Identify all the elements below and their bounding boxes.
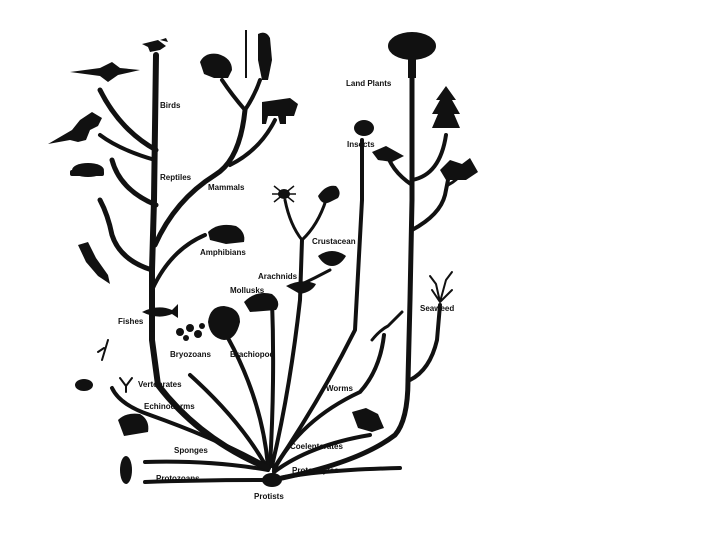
label-birds: Birds <box>160 101 181 110</box>
label-reptiles: Reptiles <box>160 173 192 182</box>
dinosaur-icon <box>48 112 102 144</box>
insect-icon <box>372 146 404 162</box>
sea-reptile-icon <box>78 242 110 284</box>
fish-icon <box>142 304 178 318</box>
tree-icon <box>388 32 436 78</box>
label-sponges: Sponges <box>174 446 208 455</box>
label-arachnids: Arachnids <box>258 272 298 281</box>
label-vertebrates: Vertebrates <box>138 380 182 389</box>
branch-plant-right <box>412 180 448 230</box>
branch-dinosaurs <box>100 135 155 160</box>
labels: Birds Reptiles Mammals Amphibians Fishes… <box>118 79 454 501</box>
seaweed-icon <box>430 272 452 302</box>
protozoan-icon <box>120 456 132 484</box>
worm-icon <box>372 312 402 340</box>
label-protozoans: Protozoans <box>156 474 200 483</box>
brachiopod-shell-icon <box>208 306 240 340</box>
label-echinoderms: Echinoderms <box>144 402 195 411</box>
scorpion-icon <box>318 186 340 203</box>
label-fishes: Fishes <box>118 317 144 326</box>
label-worms: Worms <box>326 384 354 393</box>
pterosaur-icon <box>70 62 140 82</box>
mollusk-icon <box>244 293 278 312</box>
trilobite-icon <box>286 281 316 294</box>
cycad-icon <box>440 158 478 180</box>
label-mollusks: Mollusks <box>230 286 265 295</box>
branch-amphibians <box>152 235 205 290</box>
gorilla-icon <box>200 54 232 78</box>
human-icon <box>258 33 272 80</box>
frog-icon <box>208 225 244 244</box>
label-land-plants: Land Plants <box>346 79 392 88</box>
coral-icon <box>352 408 384 432</box>
branch-amphibia-left <box>100 200 152 270</box>
zebra-icon <box>262 98 298 124</box>
branch-seaweed <box>410 305 440 380</box>
label-protists: Protists <box>254 492 284 501</box>
bird-icon <box>142 38 168 52</box>
label-crustacean: Crustacean <box>312 237 356 246</box>
branch-mollusks <box>270 300 273 466</box>
branch-conifer <box>412 135 446 180</box>
sea-urchin-icon <box>75 379 93 391</box>
beetle-icon <box>354 120 374 136</box>
conifer-icon <box>432 86 460 128</box>
turtle-base-icon <box>70 170 104 176</box>
bryozoan-icon <box>176 323 205 341</box>
label-seaweed: Seaweed <box>420 304 454 313</box>
label-insects: Insects <box>347 140 375 149</box>
label-amphibians: Amphibians <box>200 248 246 257</box>
label-bryozoans: Bryozoans <box>170 350 211 359</box>
crinoid-icon <box>98 340 132 392</box>
branch-arachnids <box>285 200 302 240</box>
branch-crustacean <box>302 200 326 240</box>
label-mammals: Mammals <box>208 183 245 192</box>
crab-icon <box>318 251 346 266</box>
label-protophytes: Protophytes <box>292 466 339 475</box>
branch-humans <box>245 80 260 110</box>
branch-apes <box>222 80 245 110</box>
label-brachiopod: Brachiopod <box>230 350 275 359</box>
branch-reptiles <box>112 160 156 205</box>
label-coelenterates: Coelenterates <box>290 442 343 451</box>
sponge-icon <box>118 414 148 436</box>
